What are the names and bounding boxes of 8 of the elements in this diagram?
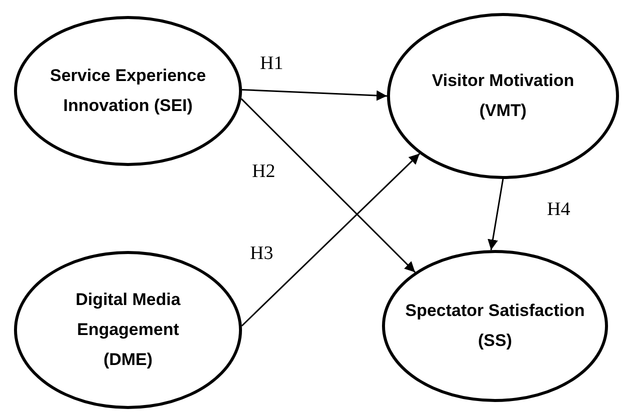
arrow	[488, 178, 504, 250]
construct-name: Service Experience Innovation (SEI)	[49, 65, 207, 117]
arrow	[241, 153, 420, 326]
construct-name: Digital Media Engagement (DME)	[74, 289, 182, 371]
construct-name: Visitor Motivation (VMT)	[430, 70, 576, 122]
arrow	[242, 88, 388, 101]
construct-name: Spectator Satisfaction (SS)	[404, 300, 586, 352]
arrow	[240, 98, 416, 273]
